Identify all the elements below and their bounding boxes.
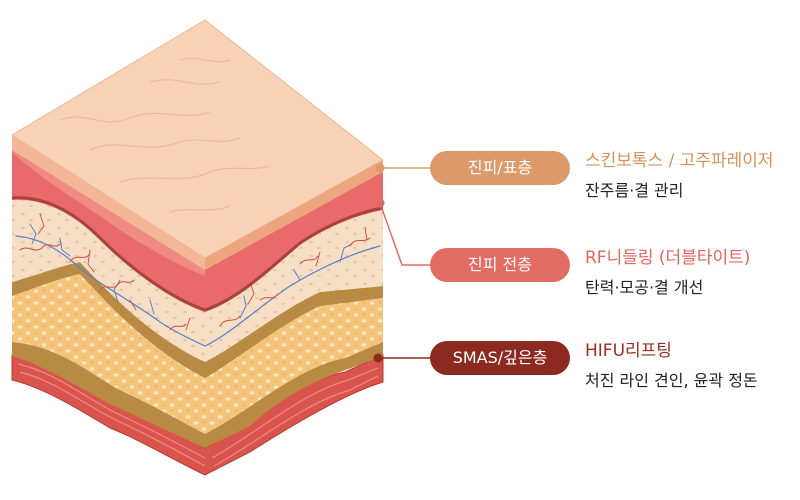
dermis-dark-line: [11, 196, 384, 312]
fat-layer-left-texture: [12, 268, 205, 434]
connector-line-2: [379, 202, 432, 266]
epidermis-left-side: [12, 135, 205, 270]
connector-dot-1: [375, 163, 385, 173]
connector-dot-2: [375, 198, 385, 208]
layer-description-3: HIFU리프팅 처진 라인 견인, 윤곽 정돈: [585, 340, 797, 392]
epidermis-right-side: [205, 160, 383, 270]
fat-layer-right-texture: [205, 294, 383, 434]
treatment-name: HIFU리프팅: [585, 341, 672, 361]
lower-dermis-band: [12, 262, 383, 378]
epidermis-top-lines: [59, 57, 271, 213]
connector-dot-3: [373, 353, 383, 363]
muscle-fibers: [17, 363, 379, 467]
smas-layer: [12, 342, 383, 448]
treatment-effect: 잔주름·결 관리: [585, 181, 684, 200]
layer-description-2: RF니들링 (더블타이트) 탄력·모공·결 개선: [585, 247, 797, 299]
treatment-name: 스킨보톡스 / 고주파레이저: [585, 151, 774, 171]
vessel-red-2: [37, 213, 368, 331]
treatment-name: RF니들링 (더블타이트): [585, 248, 751, 268]
dermis-tissue-right-texture: [205, 210, 383, 362]
vessel-blue-2: [29, 223, 353, 319]
layer-pill-superficial-dermis: 진피/표층: [430, 151, 570, 185]
blood-vessels: [15, 213, 381, 347]
vessel-red-1: [19, 237, 371, 331]
vessel-blue-1: [15, 235, 381, 347]
layer-description-1: 스킨보톡스 / 고주파레이저 잔주름·결 관리: [585, 150, 797, 202]
dermis-red-band-shade: [12, 135, 205, 276]
layer-pill-smas: SMAS/깊은층: [430, 341, 570, 375]
connectors: [373, 163, 432, 363]
layer-pill-full-dermis: 진피 전층: [430, 248, 570, 282]
treatment-effect: 처진 라인 견인, 윤곽 정돈: [585, 371, 758, 390]
treatment-effect: 탄력·모공·결 개선: [585, 278, 704, 297]
